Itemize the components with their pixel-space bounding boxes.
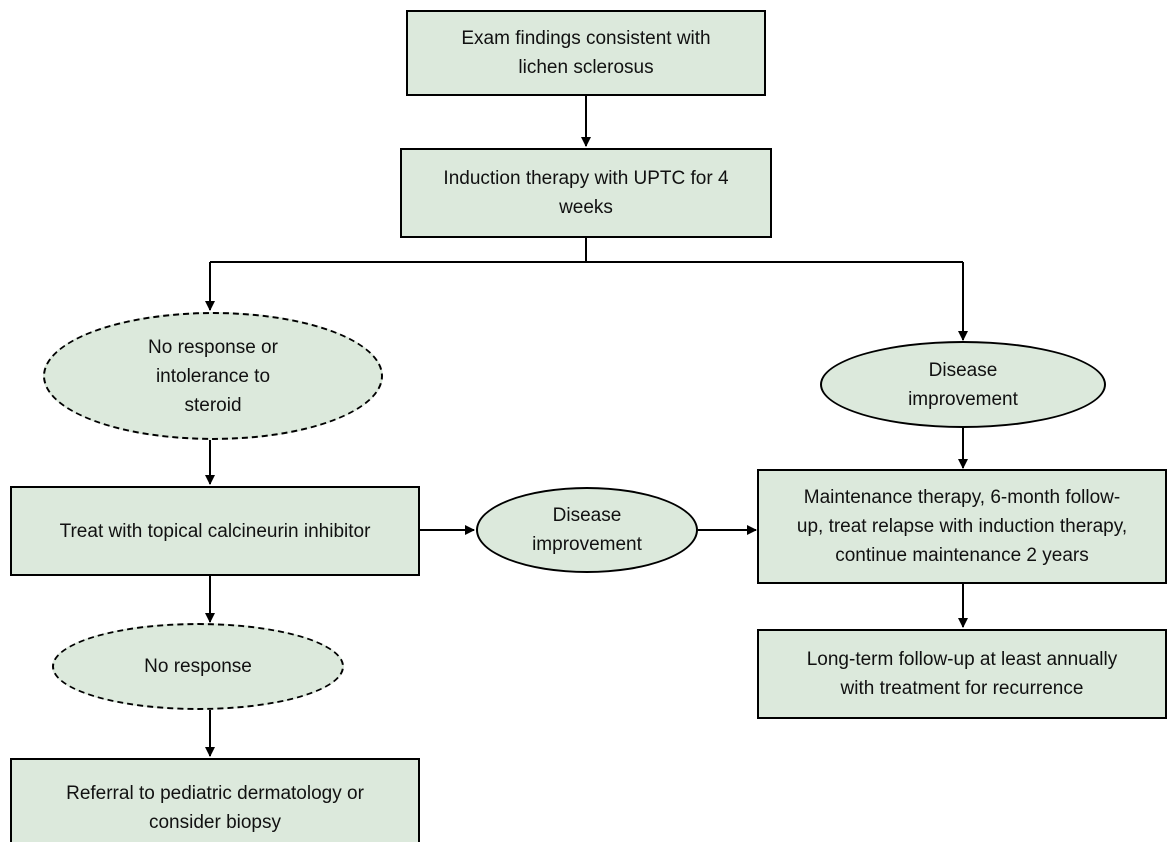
calcineurin-inhibitor-label: Treat with topical calcineurin inhibitor [59, 520, 371, 542]
long-term-follow-up-label: Long-term follow-up at least annually wi… [806, 649, 1118, 699]
referral-label: Referral to pediatric dermatology or con… [66, 783, 364, 833]
disease-improvement-mid-label: Disease improvement [532, 505, 642, 555]
no-response-intolerance-oval: No response or intolerance to steroid [43, 312, 383, 440]
referral-box: Referral to pediatric dermatology or con… [10, 758, 420, 842]
exam-findings-box: Exam findings consistent with lichen scl… [406, 10, 766, 96]
induction-therapy-box: Induction therapy with UPTC for 4 weeks [400, 148, 772, 238]
no-response-oval: No response [52, 623, 344, 710]
no-response-label: No response [144, 656, 252, 677]
disease-improvement-right-label: Disease improvement [908, 359, 1018, 410]
induction-therapy-label: Induction therapy with UPTC for 4 weeks [443, 168, 729, 218]
disease-improvement-right-oval: Disease improvement [820, 341, 1106, 428]
branch-line-horizontal [210, 238, 963, 263]
exam-findings-label: Exam findings consistent with lichen scl… [461, 28, 711, 78]
long-term-follow-up-box: Long-term follow-up at least annually wi… [757, 629, 1167, 719]
no-response-intolerance-label: No response or intolerance to steroid [148, 336, 278, 416]
maintenance-therapy-label: Maintenance therapy, 6-month follow- up,… [796, 487, 1128, 566]
maintenance-therapy-box: Maintenance therapy, 6-month follow- up,… [757, 469, 1167, 584]
disease-improvement-mid-oval: Disease improvement [476, 487, 698, 573]
calcineurin-inhibitor-box: Treat with topical calcineurin inhibitor [10, 486, 420, 576]
